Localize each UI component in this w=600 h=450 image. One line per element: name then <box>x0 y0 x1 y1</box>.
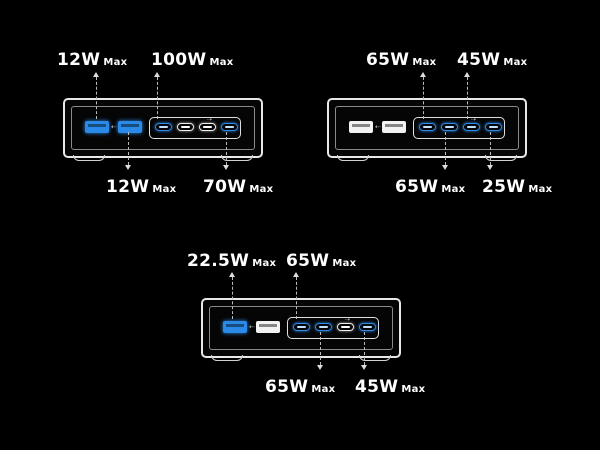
arrow-down-icon <box>317 365 323 370</box>
leader-line <box>96 77 97 119</box>
usb-c-port-4 <box>485 123 502 131</box>
usb-c-port-3 <box>463 123 480 131</box>
port-panel <box>335 106 519 150</box>
usb-c-port-3 <box>337 323 354 331</box>
usb-c-port-2 <box>441 123 458 131</box>
leader-line <box>128 132 129 165</box>
arrow-down-icon <box>125 165 131 170</box>
usb-c-port-3 <box>199 123 216 131</box>
arrow-up-icon <box>464 72 470 77</box>
power-station-body: ⇠ ⇢ <box>327 98 527 158</box>
station-foot <box>73 155 105 161</box>
power-station-body: ⇠ ⇢ <box>201 298 401 358</box>
station-foot <box>337 155 369 161</box>
arrow-up-icon <box>93 72 99 77</box>
usb-c-port-2 <box>315 323 332 331</box>
leader-line <box>320 332 321 365</box>
usb-c-port-1 <box>419 123 436 131</box>
usb-a-port-2 <box>118 121 142 133</box>
usb-a-port-1 <box>85 121 109 133</box>
usb-icon: ⇢ <box>471 116 477 123</box>
port-panel <box>209 306 393 350</box>
leader-line <box>467 77 468 119</box>
leader-line <box>490 132 491 165</box>
usb-c-port-group: ⇢ <box>287 317 379 339</box>
usb-c-port-4 <box>221 123 238 131</box>
usb-a-port-2 <box>382 121 406 133</box>
arrow-up-icon <box>229 272 235 277</box>
arrow-down-icon <box>361 365 367 370</box>
power-station-config-2: ⇠ ⇢ <box>327 98 527 161</box>
power-station-config-1: ⇠ ⇢ <box>63 98 263 161</box>
usb-a-port-1 <box>349 121 373 133</box>
usb-c-port-4 <box>359 323 376 331</box>
arrow-down-icon <box>442 165 448 170</box>
port-panel <box>71 106 255 150</box>
station-foot <box>211 355 243 361</box>
usb-a-port-2 <box>256 321 280 333</box>
leader-line <box>157 77 158 119</box>
arrow-up-icon <box>420 72 426 77</box>
usb-icon: ⇠ <box>249 323 255 331</box>
usb-a-port-1 <box>223 321 247 333</box>
usb-c-port-1 <box>155 123 172 131</box>
power-station-config-3: ⇠ ⇢ <box>201 298 401 361</box>
leader-line <box>226 132 227 165</box>
usb-icon: ⇠ <box>375 123 381 131</box>
arrow-up-icon <box>154 72 160 77</box>
leader-line <box>364 332 365 365</box>
leader-line <box>445 132 446 165</box>
usb-c-port-group: ⇢ <box>149 117 241 139</box>
usb-c-port-1 <box>293 323 310 331</box>
usb-c-port-2 <box>177 123 194 131</box>
arrow-down-icon <box>223 165 229 170</box>
leader-line <box>423 77 424 119</box>
usb-icon: ⇢ <box>345 316 351 323</box>
arrow-down-icon <box>487 165 493 170</box>
usb-icon: ⇢ <box>207 116 213 123</box>
arrow-up-icon <box>293 272 299 277</box>
leader-line <box>296 277 297 319</box>
power-station-body: ⇠ ⇢ <box>63 98 263 158</box>
leader-line <box>232 277 233 319</box>
usb-c-port-group: ⇢ <box>413 117 505 139</box>
usb-icon: ⇠ <box>111 123 117 131</box>
